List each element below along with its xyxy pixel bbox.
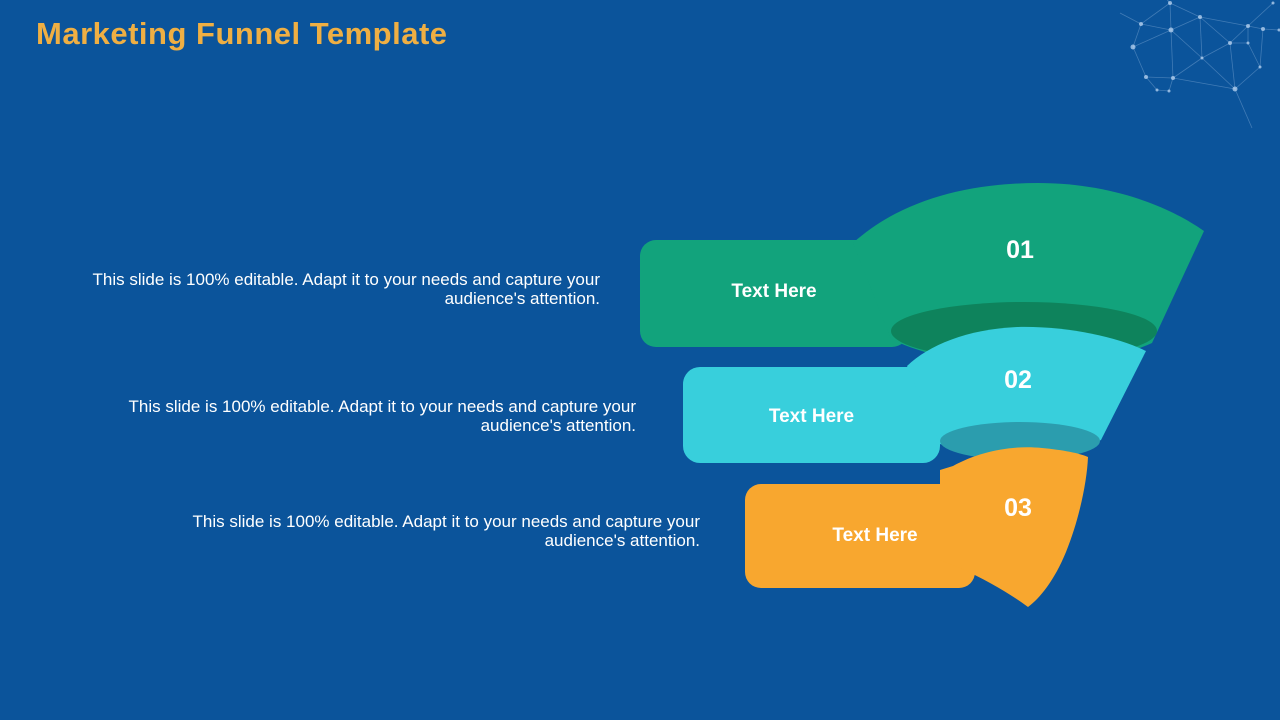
stage-3-description-line-2: audience's attention. [544,531,700,550]
stage-2-description-line-2: audience's attention. [480,416,636,435]
slide-title: Marketing Funnel Template [36,16,448,51]
stage-1-number: 01 [1006,236,1034,264]
mesh-lines [1119,0,1280,129]
stage-1-label[interactable]: Text Here [731,281,817,302]
stage-1-description-line-2: audience's attention. [444,289,600,308]
stage-2-label[interactable]: Text Here [768,406,855,427]
network-mesh-decoration [1119,0,1280,129]
stage-3-description-line-1: This slide is 100% editable. Adapt it to… [192,512,700,531]
stage-2-number: 02 [1004,366,1032,394]
stage-1-description-line-1: This slide is 100% editable. Adapt it to… [92,270,600,289]
mesh-nodes [1130,1,1280,93]
funnel-stage-1-tab[interactable] [640,240,908,347]
stage-3-label[interactable]: Text Here [832,525,918,546]
funnel-stage-2-body[interactable] [907,326,1146,458]
stage-1-description: This slide is 100% editable. Adapt it to… [80,270,600,308]
stage-3-number: 03 [1004,494,1032,522]
funnel-stage-3-tab[interactable] [745,484,975,588]
stage-2-description: This slide is 100% editable. Adapt it to… [116,397,636,435]
funnel-stage-2-tab[interactable] [683,367,940,463]
funnel-stage-3-body[interactable] [940,447,1088,607]
stage-3-description: This slide is 100% editable. Adapt it to… [180,512,700,550]
stage-2-description-line-1: This slide is 100% editable. Adapt it to… [128,397,636,416]
